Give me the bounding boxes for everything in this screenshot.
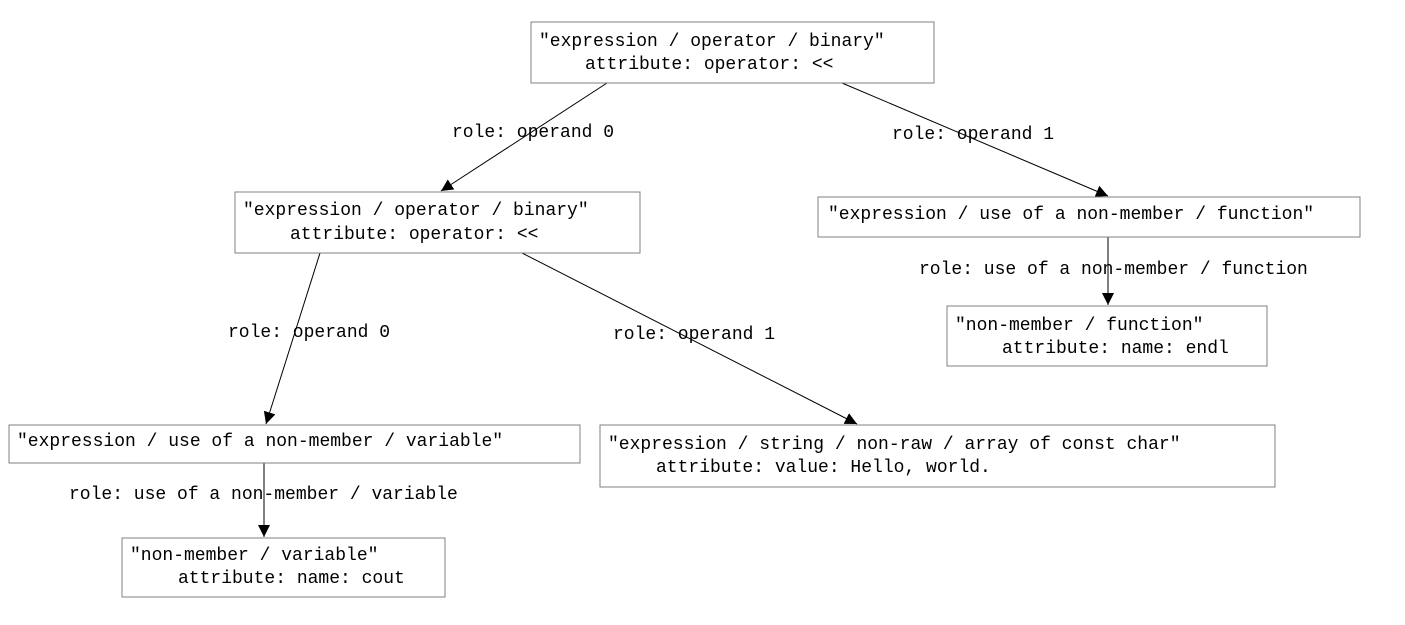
node-variable-use: "expression / use of a non-member / vari… [8,424,581,464]
node-attribute: attribute: value: Hello, world. [656,458,991,478]
node-function: "non-member / function" attribute: name:… [946,305,1268,367]
node-title: "expression / operator / binary" [539,32,885,52]
edge-label: role: operand 0 [228,323,390,343]
edge-label: role: operand 0 [452,123,614,143]
edge-label: role: use of a non-member / variable [69,485,458,505]
node-attribute: attribute: name: cout [178,569,405,589]
edge-root-to-function-use: role: operand 1 [841,82,1109,197]
edge-label: role: operand 1 [613,325,775,345]
edge-inner-to-string-literal: role: operand 1 [521,252,858,425]
node-attribute: attribute: name: endl [1002,339,1229,359]
node-title: "non-member / variable" [130,546,378,566]
edge-label: role: use of a non-member / function [919,260,1308,280]
edge-inner-to-variable-use: role: operand 0 [228,252,390,425]
edge-label: role: operand 1 [892,125,1054,145]
node-attribute: attribute: operator: << [290,225,538,245]
edge-root-to-inner-binary: role: operand 0 [440,82,614,192]
node-title: "expression / string / non-raw / array o… [608,435,1181,455]
node-title: "non-member / function" [955,316,1203,336]
node-inner-binary-operator: "expression / operator / binary" attribu… [234,191,641,254]
node-function-use: "expression / use of a non-member / func… [817,196,1361,238]
node-root-binary-operator: "expression / operator / binary" attribu… [530,21,935,84]
node-title: "expression / operator / binary" [243,201,589,221]
edge-variable-use-to-variable: role: use of a non-member / variable [69,463,458,537]
node-title: "expression / use of a non-member / func… [828,205,1314,225]
node-attribute: attribute: operator: << [585,55,833,75]
node-variable: "non-member / variable" attribute: name:… [121,537,446,598]
node-string-literal: "expression / string / non-raw / array o… [599,424,1276,488]
node-title: "expression / use of a non-member / vari… [17,432,503,452]
edge-function-use-to-function: role: use of a non-member / function [919,237,1308,305]
